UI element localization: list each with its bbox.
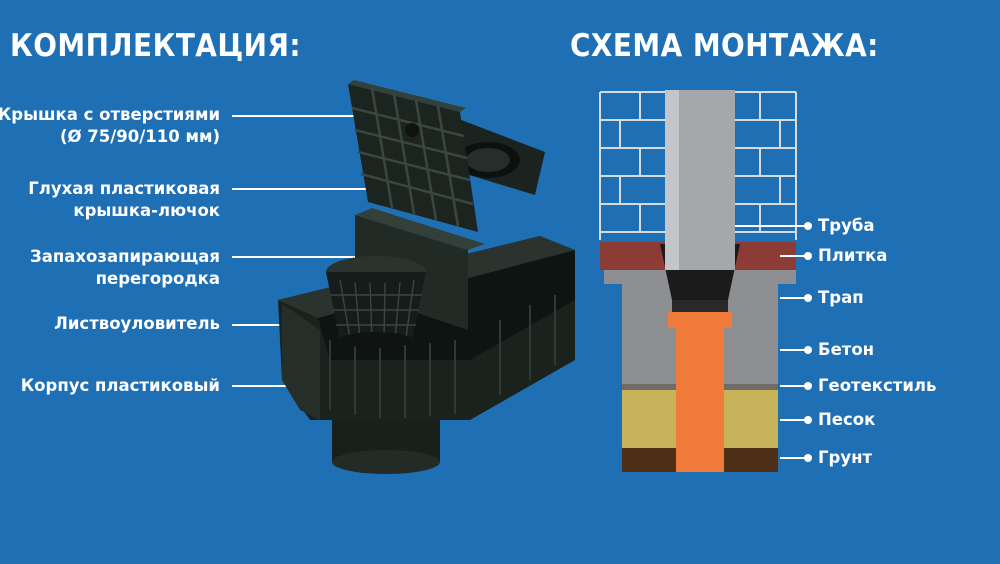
label-concrete: Бетон <box>818 340 875 359</box>
label-lid-with-holes: Крышка с отверстиями (Ø 75/90/110 мм) <box>0 105 220 146</box>
label-geotextile: Геотекстиль <box>818 376 937 395</box>
label-sand: Песок <box>818 410 876 429</box>
section-title-installation: СХЕМА МОНТАЖА: <box>570 28 879 64</box>
blind-lid <box>348 80 478 232</box>
label-body: Корпус пластиковый <box>20 376 220 395</box>
label-blind-lid: Глухая пластиковая крышка-лючок <box>28 179 220 220</box>
label-leaf-catcher: Листвоуловитель <box>54 314 220 333</box>
component-labels: Крышка с отверстиями (Ø 75/90/110 мм) Гл… <box>0 0 220 564</box>
diagram-leader-lines <box>735 225 806 459</box>
label-drain: Трап <box>818 288 864 307</box>
label-soil: Грунт <box>818 448 873 467</box>
label-odor-partition: Запахозапирающая перегородка <box>29 247 220 288</box>
leaf-catcher-basket <box>326 256 426 348</box>
label-pipe: Труба <box>818 216 875 235</box>
label-tile: Плитка <box>818 246 888 265</box>
section-title-kit: КОМПЛЕКТАЦИЯ: <box>10 28 302 64</box>
orange-pipe <box>668 312 732 472</box>
